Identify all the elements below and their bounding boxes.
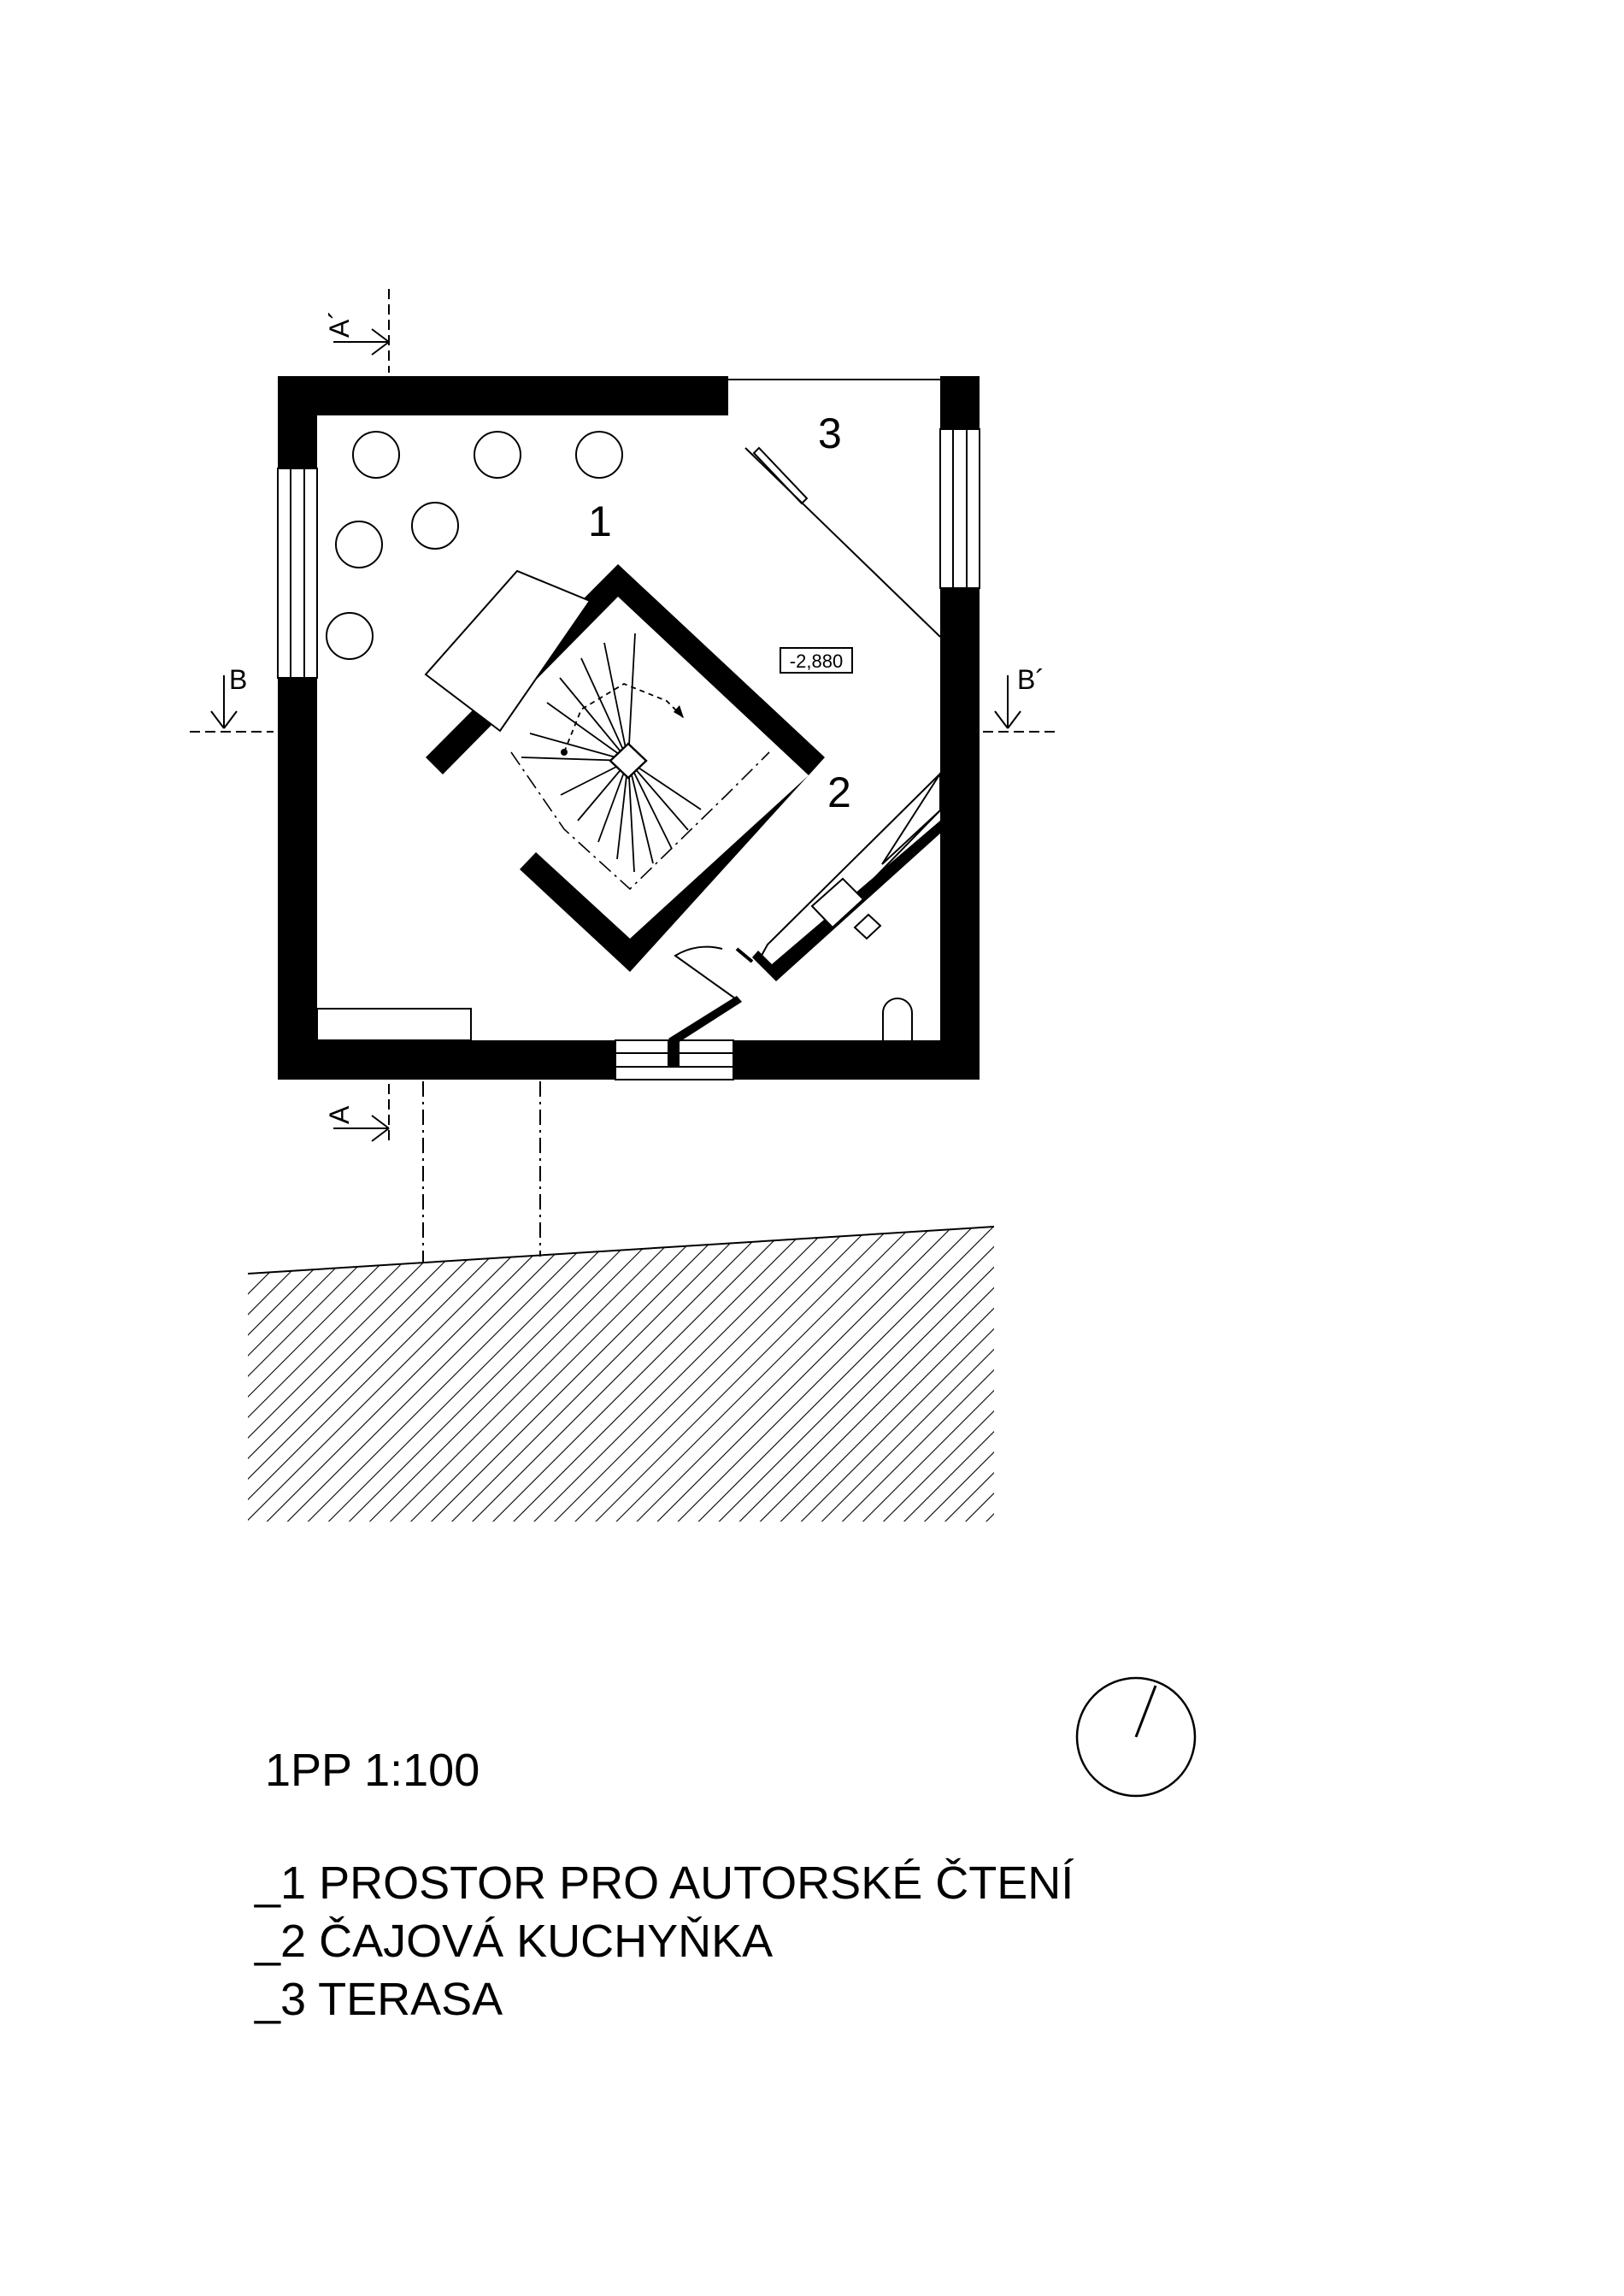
section-mark-a-top: A´ [324, 289, 390, 373]
toilet-fixture [882, 998, 913, 1040]
stair-walk-start [561, 749, 568, 756]
stair-direction-icon [674, 705, 684, 718]
section-label-b-left: B [229, 664, 247, 695]
wall-bottom-right [733, 1040, 980, 1080]
stool [335, 521, 383, 568]
wall-top-left [278, 376, 728, 415]
window-mullion [668, 1040, 680, 1068]
north-arrow-icon [1075, 1676, 1197, 1798]
kitchen-counter [752, 770, 941, 981]
bench [424, 569, 591, 733]
window-right [939, 428, 980, 589]
stool [326, 612, 374, 660]
stools [326, 431, 623, 660]
stool [352, 431, 400, 479]
kitchen-wall-stub [735, 947, 754, 963]
entry-door [668, 945, 742, 1045]
legend-item-2: _2 ČAJOVÁ KUCHYŇKA [255, 1916, 774, 1967]
sheet-title: 1PP 1:100 [265, 1745, 480, 1796]
elevation-tag-box [780, 647, 853, 674]
section-mark-a-bottom: A [324, 1084, 390, 1145]
wall-bottom-left [278, 1040, 615, 1080]
kitchen-tap [853, 913, 882, 940]
stool [411, 502, 459, 550]
stair-walk-line [563, 682, 685, 753]
room-number-2: 2 [827, 768, 851, 816]
stair-treads [521, 633, 702, 873]
section-label-a-bottom: A [324, 1105, 355, 1124]
room-number-1: 1 [588, 497, 612, 545]
kitchen-sink [810, 877, 865, 929]
wall-right-upper [940, 376, 980, 429]
room-number-3: 3 [818, 409, 842, 457]
elevation-tag: -2,880 [790, 651, 843, 672]
stool [474, 431, 521, 479]
terrace-glazing [744, 446, 941, 638]
window-left [277, 468, 318, 679]
stair-newel [609, 742, 648, 780]
wall-bench [316, 1008, 472, 1041]
legend-item-3: _3 TERASA [255, 1974, 503, 2025]
section-label-a-top: A´ [324, 310, 355, 338]
section-mark-b-left: B [190, 664, 274, 733]
terrain-section [247, 1081, 995, 1522]
stair-hidden-edge [510, 751, 770, 891]
exterior-walls [278, 376, 980, 1080]
wall-left-upper [278, 376, 317, 468]
wall-right-lower [940, 588, 980, 1080]
section-label-b-right: B´ [1017, 664, 1044, 695]
section-mark-b-right: B´ [983, 664, 1060, 733]
wall-left-lower [278, 678, 317, 1080]
legend-item-1: _1 PROSTOR PRO AUTORSKÉ ČTENÍ [255, 1857, 1074, 1909]
stair-core-walls [426, 564, 825, 972]
stool [575, 431, 623, 479]
